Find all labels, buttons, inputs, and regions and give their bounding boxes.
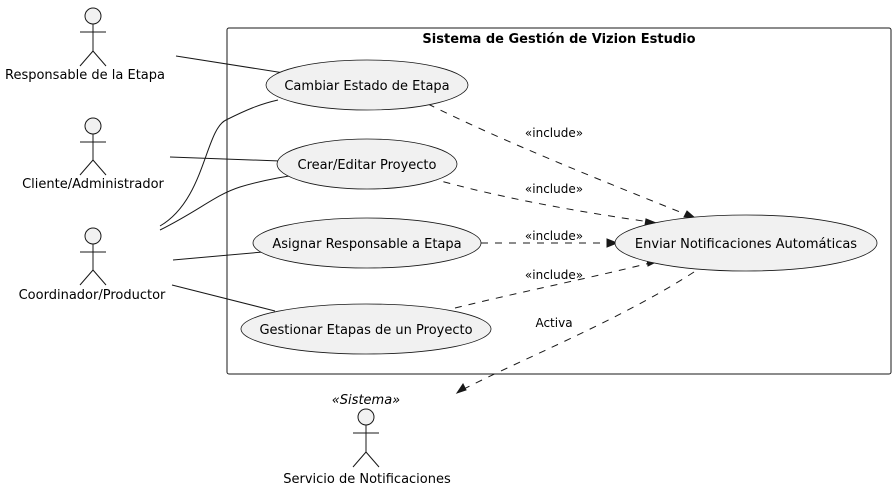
use-case-crear-label: Crear/Editar Proyecto — [298, 158, 437, 173]
use-case-gestionar-label: Gestionar Etapas de un Proyecto — [259, 323, 472, 338]
use-case-asignar-label: Asignar Responsable a Etapa — [272, 237, 461, 252]
stick-figure-icon — [79, 227, 107, 286]
actor-servicio[interactable]: «Sistema» Servicio de Notificaciones — [283, 393, 451, 487]
actor-servicio-label: Servicio de Notificaciones — [283, 472, 451, 487]
use-case-enviar[interactable]: Enviar Notificaciones Automáticas — [614, 214, 878, 272]
use-case-cambiar[interactable]: Cambiar Estado de Etapa — [265, 59, 469, 111]
use-cases: Cambiar Estado de Etapa Crear/Editar Pro… — [240, 59, 878, 355]
include-gestionar-enviar — [454, 262, 651, 309]
activa-enviar-servicio — [461, 271, 695, 391]
actor-servicio-stereotype: «Sistema» — [332, 393, 400, 408]
include-label-3: «include» — [525, 229, 583, 243]
use-case-enviar-label: Enviar Notificaciones Automáticas — [635, 237, 857, 252]
actor-responsable-label: Responsable de la Etapa — [5, 68, 165, 83]
include-asignar-arrowhead — [606, 238, 619, 248]
include-crear-enviar — [429, 177, 651, 223]
include-label-4: «include» — [525, 268, 583, 282]
activa-arrowhead — [455, 383, 467, 394]
assoc-coordinador-gestionar — [171, 284, 276, 312]
include-label-2: «include» — [525, 182, 583, 196]
assoc-responsable-cambiar — [175, 55, 285, 74]
use-case-crear[interactable]: Crear/Editar Proyecto — [276, 138, 458, 190]
actor-coordinador[interactable]: Coordinador/Productor — [19, 227, 166, 303]
assoc-coordinador-crear — [159, 173, 304, 231]
actor-coordinador-label: Coordinador/Productor — [19, 288, 166, 303]
include-cambiar-enviar — [427, 103, 691, 217]
include-label-1: «include» — [525, 126, 583, 140]
assoc-coordinador-cambiar — [159, 99, 279, 227]
associations — [159, 55, 304, 312]
stick-figure-icon — [79, 117, 107, 176]
system-title: Sistema de Gestión de Vizion Estudio — [422, 32, 695, 47]
assoc-cliente-crear — [169, 156, 281, 162]
use-case-asignar[interactable]: Asignar Responsable a Etapa — [252, 217, 482, 269]
actor-responsable[interactable]: Responsable de la Etapa — [5, 7, 165, 83]
actor-cliente-label: Cliente/Administrador — [22, 177, 164, 192]
use-case-cambiar-label: Cambiar Estado de Etapa — [284, 79, 449, 94]
actor-cliente[interactable]: Cliente/Administrador — [22, 117, 165, 192]
system-boundary: Sistema de Gestión de Vizion Estudio — [226, 27, 892, 375]
activa-label: Activa — [535, 316, 572, 330]
stick-figure-icon — [352, 408, 380, 468]
use-case-gestionar[interactable]: Gestionar Etapas de un Proyecto — [240, 303, 492, 355]
assoc-coordinador-asignar — [172, 251, 264, 261]
stick-figure-icon — [79, 7, 107, 67]
